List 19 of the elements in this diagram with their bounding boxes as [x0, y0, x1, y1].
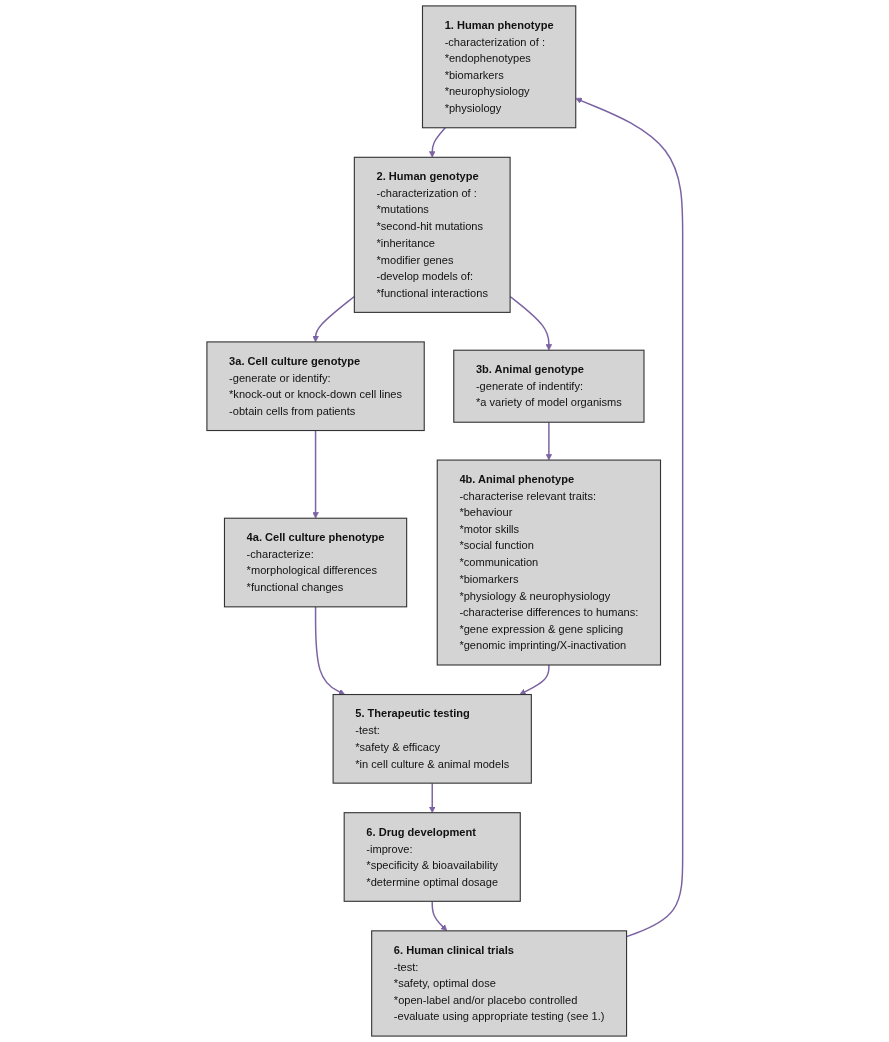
arrow: [312, 429, 319, 519]
node-box: 3a. Cell culture genotype -generate or identify: *knock-out or knock-down cell lines -obtain cells from patients: [206, 341, 425, 432]
node-box: 2. Human genotype -characterization of : *mutations *second-hit mutations *inheritance *modifier genes -develop models of: *functional interactions: [353, 156, 511, 313]
arrow: [519, 664, 550, 695]
arrow: [509, 295, 552, 351]
arrow: [312, 295, 355, 343]
node-box: 6. Human clinical trials -test: *safety, optimal dose *open-label and/or placebo controlled -evaluate using appropriate testing (see 1.): [370, 930, 627, 1037]
arrow: [431, 900, 447, 932]
arrow: [575, 97, 684, 938]
arrow: [314, 606, 345, 695]
arrow: [428, 127, 446, 158]
arrow: [545, 421, 552, 461]
node-box: 3b. Animal genotype -generate of indentify: *a variety of model organisms: [452, 349, 645, 423]
node-box: 1. Human phenotype -characterization of : *endophenotypes *biomarkers *neurophysiology *physiology: [421, 5, 576, 129]
node-box: 4b. Animal phenotype -characterise relevant traits: *behaviour *motor skills *social function *communication *biomarkers *physiology & neurophysiology -characterise differences to humans: *gene expression & gene splicing *genomic imprinting/X-inactivation: [436, 459, 661, 666]
node-box: 6. Drug development -improve: *specificity & bioavailability *determine optimal dosage: [343, 812, 521, 902]
node-box: 4a. Cell culture phenotype -characterize: *morphological differences *functional changes: [223, 517, 407, 608]
arrow: [428, 782, 436, 813]
node-box: 5. Therapeutic testing -test: *safety & efficacy *in cell culture & animal models: [332, 693, 532, 784]
